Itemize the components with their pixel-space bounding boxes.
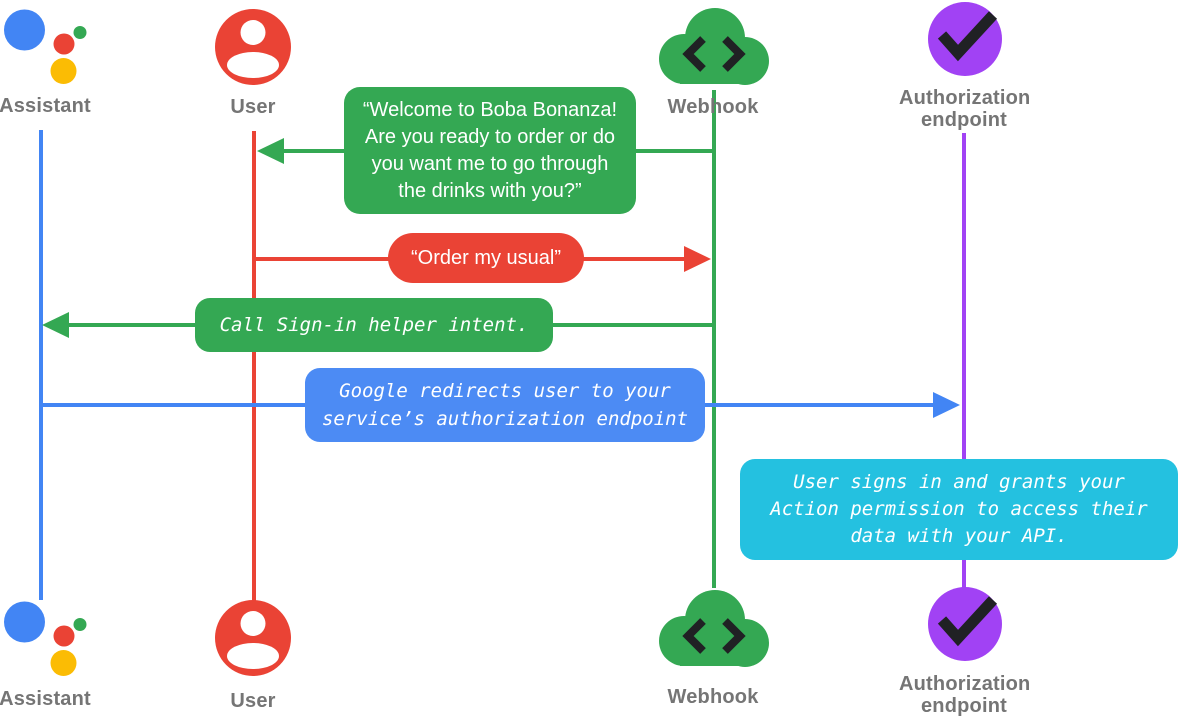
welcome-line: “Welcome to Boba Bonanza! xyxy=(362,99,618,121)
assistant-label: Assistant xyxy=(0,95,91,117)
redirect-message-label: Google redirects user to your service’s … xyxy=(305,368,705,442)
user-label: User xyxy=(230,690,276,712)
user-avatar-icon xyxy=(215,9,291,85)
grant-line: Action permission to access their xyxy=(770,498,1148,520)
webhook-label: Webhook xyxy=(667,686,759,708)
order-message-bubble: “Order my usual” xyxy=(388,233,584,283)
signin-message-line xyxy=(66,323,196,327)
grant-access-note: User signs in and grants your Action per… xyxy=(740,459,1178,560)
grant-line: data with your API. xyxy=(850,525,1068,547)
authorization-check-circle-icon xyxy=(928,2,1002,76)
webhook-cloud-code-icon xyxy=(659,8,769,85)
arrowhead-left-icon xyxy=(42,312,69,338)
google-assistant-logo-icon xyxy=(4,9,87,84)
arrowhead-left-icon xyxy=(257,138,284,164)
authorization-endpoint-label: Authorization endpoint xyxy=(899,673,1031,717)
signin-helper-label: Call Sign-in helper intent. xyxy=(195,298,553,352)
authorization-label-line: Authorization xyxy=(899,673,1031,695)
authorization-endpoint-label: Authorization endpoint xyxy=(899,87,1031,131)
endpoint-label-line: endpoint xyxy=(920,109,1008,131)
arrowhead-right-icon xyxy=(933,392,960,418)
assistant-lifeline xyxy=(39,130,43,600)
webhook-lifeline xyxy=(712,90,716,588)
webhook-cloud-code-icon xyxy=(659,590,769,667)
webhook-label: Webhook xyxy=(667,96,759,118)
authorization-check-circle-icon xyxy=(928,587,1002,661)
authorization-endpoint-lifeline xyxy=(962,133,966,588)
redirect-line: service’s authorization endpoint xyxy=(321,408,689,430)
grant-line: User signs in and grants your xyxy=(793,471,1125,493)
endpoint-label-line: endpoint xyxy=(920,695,1008,717)
redirect-line: Google redirects user to your xyxy=(339,380,671,402)
user-lifeline xyxy=(252,131,256,601)
user-label: User xyxy=(230,96,276,118)
welcome-line: the drinks with you?” xyxy=(398,180,582,202)
arrowhead-right-icon xyxy=(684,246,711,272)
assistant-label: Assistant xyxy=(0,688,91,710)
user-avatar-icon xyxy=(215,600,291,676)
welcome-message-bubble: “Welcome to Boba Bonanza! Are you ready … xyxy=(344,87,636,214)
signin-message-line xyxy=(553,323,712,327)
welcome-line: you want me to go through xyxy=(371,153,609,175)
google-assistant-logo-icon xyxy=(4,601,87,676)
welcome-line: Are you ready to order or do xyxy=(364,126,616,148)
authorization-label-line: Authorization xyxy=(899,87,1031,109)
